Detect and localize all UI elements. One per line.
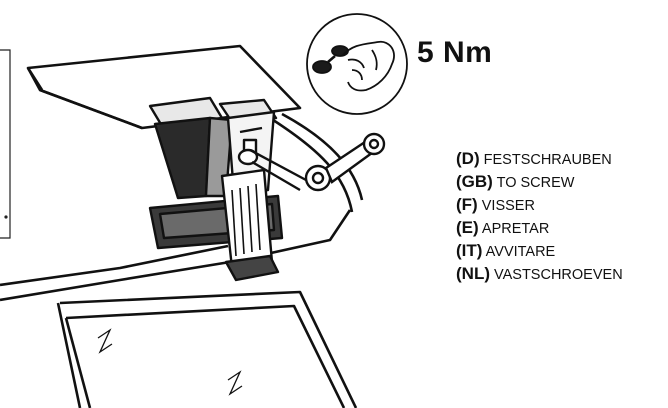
instruction-legend: (D) FESTSCHRAUBEN (GB) TO SCREW (F) VISS…	[456, 148, 623, 286]
instruction-row-nl: (NL) VASTSCHROEVEN	[456, 263, 623, 286]
instruction-text: FESTSCHRAUBEN	[483, 152, 612, 168]
instruction-text: VISSER	[481, 198, 535, 214]
window-glare	[97, 328, 243, 396]
instruction-text: APRETAR	[481, 221, 550, 237]
instruction-text: AVVITARE	[485, 244, 556, 260]
torque-value: 5 Nm	[417, 36, 493, 69]
language-code: (D)	[456, 149, 480, 168]
language-code: (E)	[456, 218, 479, 237]
language-code: (IT)	[456, 241, 483, 260]
language-code: (GB)	[456, 172, 493, 191]
language-code: (NL)	[456, 264, 490, 283]
instruction-row-e: (E) APRETAR	[456, 217, 623, 240]
instruction-row-gb: (GB) TO SCREW	[456, 171, 623, 194]
instruction-row-it: (IT) AVVITARE	[456, 240, 623, 263]
hand-tightening-icon	[306, 13, 408, 115]
instruction-text: VASTSCHROEVEN	[494, 267, 623, 283]
roof-rack-foot	[148, 96, 284, 282]
fixing-screw	[249, 132, 386, 192]
margin-frame	[0, 49, 11, 239]
instruction-row-f: (F) VISSER	[456, 194, 623, 217]
language-code: (F)	[456, 195, 478, 214]
instruction-row-d: (D) FESTSCHRAUBEN	[456, 148, 623, 171]
instruction-text: TO SCREW	[496, 175, 575, 191]
